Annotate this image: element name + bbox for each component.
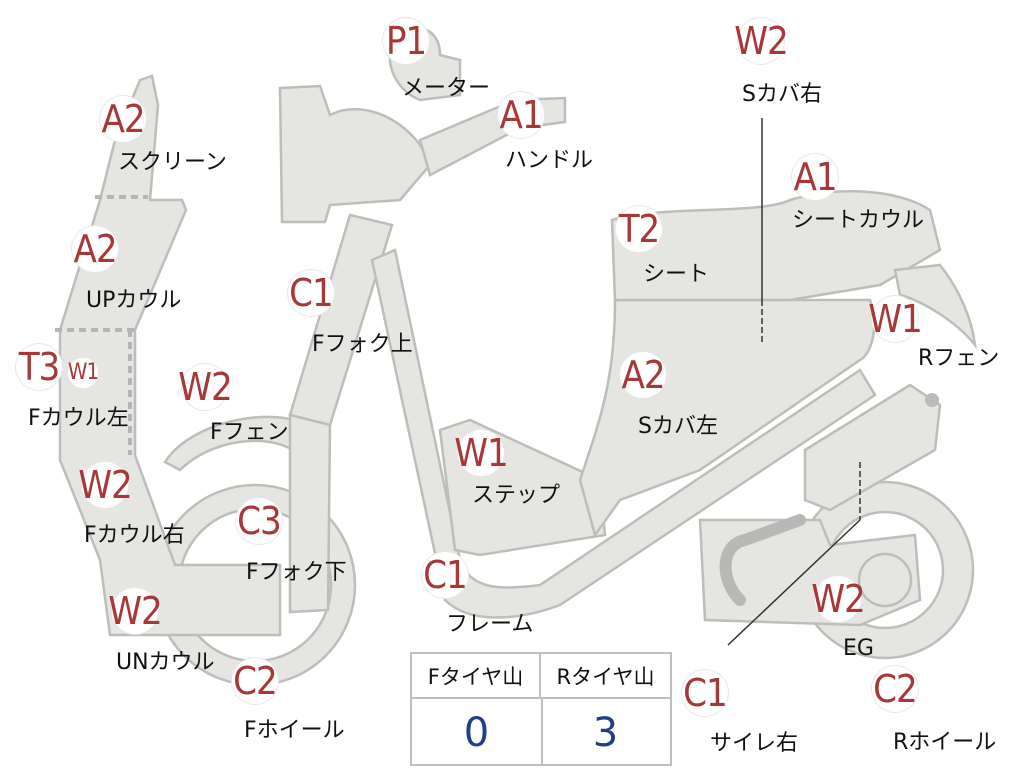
r-wheel-code-badge[interactable]: C2 [872, 666, 918, 712]
handle-code-badge[interactable]: A1 [498, 92, 544, 138]
rear-tire-tread-header: Rタイヤ山 [541, 654, 670, 699]
seat-cowl-code-badge[interactable]: A1 [792, 154, 838, 200]
seat-code-badge[interactable]: T2 [616, 206, 662, 252]
frame-code-badge[interactable]: C1 [422, 552, 468, 598]
f-cowl-left-code-badge[interactable]: T3 [16, 344, 62, 390]
up-cowl-label: UPカウル [86, 288, 182, 313]
s-cover-left-label: Sカバ左 [638, 414, 718, 439]
screen-label: スクリーン [118, 150, 227, 175]
seat-cowl-label: シートカウル [792, 208, 925, 233]
frame-shape [370, 248, 877, 619]
front-fork-upper-shape [288, 213, 394, 427]
screen-code-badge[interactable]: A2 [100, 96, 146, 142]
seat-label: シート [643, 262, 710, 287]
up-cowl-code-badge[interactable]: A2 [72, 226, 118, 272]
un-cowl-label: UNカウル [116, 650, 215, 675]
meter-label: メーター [402, 76, 491, 101]
r-fender-code-badge[interactable]: W1 [868, 296, 923, 342]
s-cover-right-label: Sカバ右 [742, 82, 822, 107]
f-fork-lower-code-badge[interactable]: C3 [236, 498, 282, 544]
f-fender-label: Fフェン [210, 420, 289, 445]
muffler-right-code-badge[interactable]: C1 [682, 670, 728, 716]
f-wheel-label: Fホイール [244, 718, 345, 743]
step-label: ステップ [472, 483, 561, 508]
r-wheel-label: Rホイール [893, 730, 997, 755]
f-wheel-code-badge[interactable]: C2 [232, 658, 278, 704]
handle-label: ハンドル [505, 148, 594, 173]
frame-label: フレーム [446, 612, 534, 637]
engine-code-badge[interactable]: W2 [811, 576, 866, 622]
headlight-shape [278, 84, 432, 224]
engine-housing-shape [698, 518, 922, 627]
muffler-right-label: サイレ右 [710, 731, 799, 756]
step-code-badge[interactable]: W1 [454, 430, 509, 476]
un-cowl-code-badge[interactable]: W2 [108, 588, 163, 634]
f-fork-upper-code-badge[interactable]: C1 [288, 270, 334, 316]
r-fender-label: Rフェン [918, 346, 1000, 371]
s-cover-right-code-badge[interactable]: W2 [734, 18, 789, 64]
f-fork-lower-label: Fフォク下 [246, 560, 347, 585]
rear-tire-tread-value[interactable]: 3 [592, 709, 619, 756]
f-cowl-left-label: Fカウル左 [28, 406, 129, 431]
front-tire-tread-value[interactable]: 0 [412, 699, 543, 766]
front-fork-lower-shape [288, 413, 332, 614]
rear-shock-shape [803, 383, 942, 512]
f-cowl-right-code-badge[interactable]: W2 [78, 462, 133, 508]
f-fender-code-badge[interactable]: W2 [178, 364, 233, 410]
s-cover-left-code-badge[interactable]: A2 [620, 352, 666, 398]
front-tire-tread-header: Fタイヤ山 [412, 654, 541, 699]
tire-tread-table: Fタイヤ山 Rタイヤ山 0 3 [410, 652, 672, 766]
f-fork-upper-label: Fフォク上 [312, 332, 413, 357]
f-cowl-right-label: Fカウル右 [84, 523, 185, 548]
f-cowl-left-extra-code-badge[interactable]: W1 [68, 358, 99, 388]
engine-label: EG [843, 636, 874, 661]
meter-code-badge[interactable]: P1 [383, 18, 429, 64]
